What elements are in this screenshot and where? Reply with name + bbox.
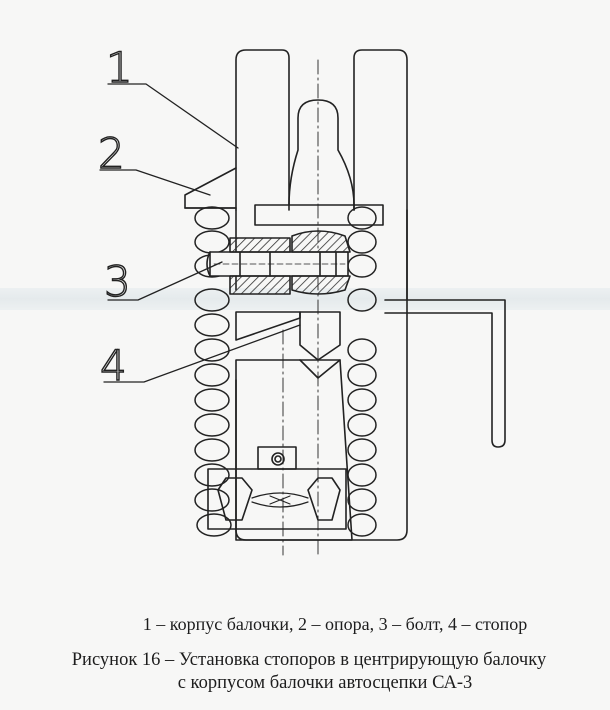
right-bracket bbox=[384, 299, 506, 448]
figure-legend: 1 – корпус балочки, 2 – опора, 3 – болт,… bbox=[142, 614, 528, 634]
leader-label-4: 4 bbox=[100, 341, 127, 390]
technical-drawing: 1 2 3 4 bbox=[97, 42, 506, 556]
leader-lines bbox=[99, 83, 301, 383]
leader-label-1: 1 bbox=[106, 43, 133, 92]
leader-label-3: 3 bbox=[104, 257, 131, 306]
lockwire-plate bbox=[207, 446, 347, 530]
leader-label-2: 2 bbox=[98, 129, 125, 178]
figure-title-line-2: с корпусом балочки автосцепки СА-3 bbox=[177, 673, 473, 693]
part-3-bolt bbox=[206, 230, 351, 295]
part-4-stopper bbox=[235, 311, 353, 541]
part-1-beam-body bbox=[235, 49, 408, 541]
spring-coils-right bbox=[347, 206, 377, 537]
part-2-support bbox=[184, 167, 237, 209]
spring-coils bbox=[194, 206, 232, 537]
figure-title-line-1: Рисунок 16 – Установка стопоров в центри… bbox=[71, 650, 547, 670]
